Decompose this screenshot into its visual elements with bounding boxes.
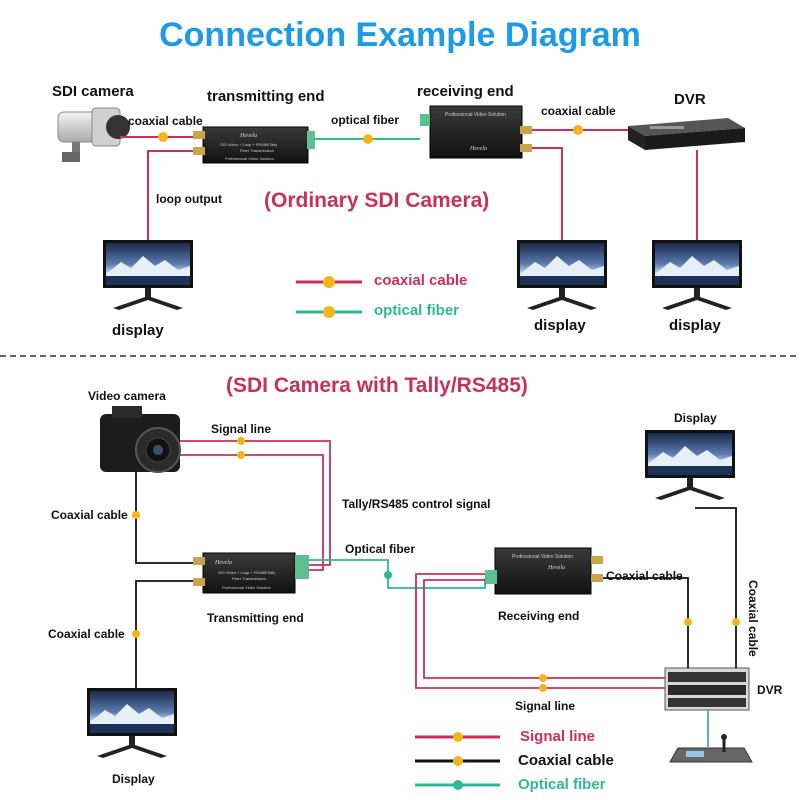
device-text: Professional Video Solution [445, 112, 506, 118]
video-camera-label: Video camera [88, 389, 166, 403]
legend-coaxial-label: coaxial cable [374, 272, 468, 289]
optical-fiber-label: optical fiber [331, 113, 400, 127]
transmitter-device-icon: Hevela SDI Video + Loop + RS485/Tally Fi… [193, 552, 309, 594]
receiving-end-label: receiving end [417, 83, 514, 100]
device-text: Fiber Transmission [232, 576, 266, 581]
dvr-label: DVR [757, 683, 783, 697]
display-label: Display [674, 411, 717, 425]
coaxial-cable-label: Coaxial cable [51, 508, 128, 522]
tally-signal-label: Tally/RS485 control signal [342, 497, 491, 511]
display-label: Display [112, 772, 155, 786]
video-camera-icon [100, 406, 181, 473]
section1-cables [120, 125, 698, 240]
display-label: display [669, 317, 721, 334]
legend-fiber-label: optical fiber [374, 302, 460, 319]
sdi-camera-icon [57, 107, 130, 162]
loop-output-label: loop output [156, 192, 222, 206]
device-text: Professional Video Solution [225, 156, 274, 161]
display-monitor-icon [645, 430, 735, 500]
device-text: Fiber Transmission [240, 148, 274, 153]
receiver-device-icon: Professional Video Solution Hevela [485, 547, 603, 595]
device-brand: Hevela [239, 133, 257, 139]
device-text: SDI Video + Loop + RS485/Tally [218, 570, 275, 575]
signal-line-label: Signal line [211, 422, 272, 436]
dvr-device-icon [664, 667, 750, 711]
sdi-camera-label: SDI camera [52, 83, 134, 100]
coaxial-cable-vertical-label: Coaxial cable [746, 580, 760, 657]
transmitting-end-label: Transmitting end [207, 611, 304, 625]
transmitting-end-label: transmitting end [207, 88, 325, 105]
display-monitor-icon [87, 688, 177, 758]
device-text: Professional Video Solution [222, 585, 271, 590]
legend-fiber-label: Optical fiber [518, 776, 606, 793]
section2-caption: (SDI Camera with Tally/RS485) [226, 374, 528, 397]
device-brand: Hevela [469, 146, 487, 152]
section1-legend-swatches [296, 276, 362, 318]
ptz-controller-icon [669, 734, 753, 763]
signal-line-label: Signal line [515, 699, 576, 713]
receiver-device-icon: Professional Video Solution Hevela [420, 105, 532, 159]
device-text: Professional Video Solution [512, 554, 573, 560]
display-label: display [534, 317, 586, 334]
section2-legend-swatches [415, 732, 500, 790]
section1-caption: (Ordinary SDI Camera) [264, 189, 490, 212]
transmitter-device-icon: Hevela SDI Video + Loop + RS485/Tally Fi… [193, 126, 315, 164]
device-text: SDI Video + Loop + RS485/Tally [220, 142, 277, 147]
dvr-device-icon [628, 118, 745, 150]
optical-fiber-label: Optical fiber [345, 542, 416, 556]
display-monitor-icon [517, 240, 607, 310]
display-monitor-icon [103, 240, 193, 310]
display-label: display [112, 322, 164, 339]
device-brand: Hevela [547, 565, 565, 571]
dvr-label: DVR [674, 91, 706, 108]
legend-coaxial-label: Coaxial cable [518, 752, 614, 769]
legend-signal-label: Signal line [520, 728, 596, 745]
coaxial-cable-label: Coaxial cable [48, 627, 125, 641]
display-monitor-icon [652, 240, 742, 310]
page-title: Connection Example Diagram [159, 16, 641, 54]
coaxial-cable-label: coaxial cable [128, 114, 203, 128]
coaxial-cable-label: Coaxial cable [606, 569, 683, 583]
receiving-end-label: Receiving end [498, 609, 580, 623]
device-brand: Hevela [214, 560, 232, 566]
coaxial-cable-label: coaxial cable [541, 104, 616, 118]
section2-cables [132, 437, 740, 748]
